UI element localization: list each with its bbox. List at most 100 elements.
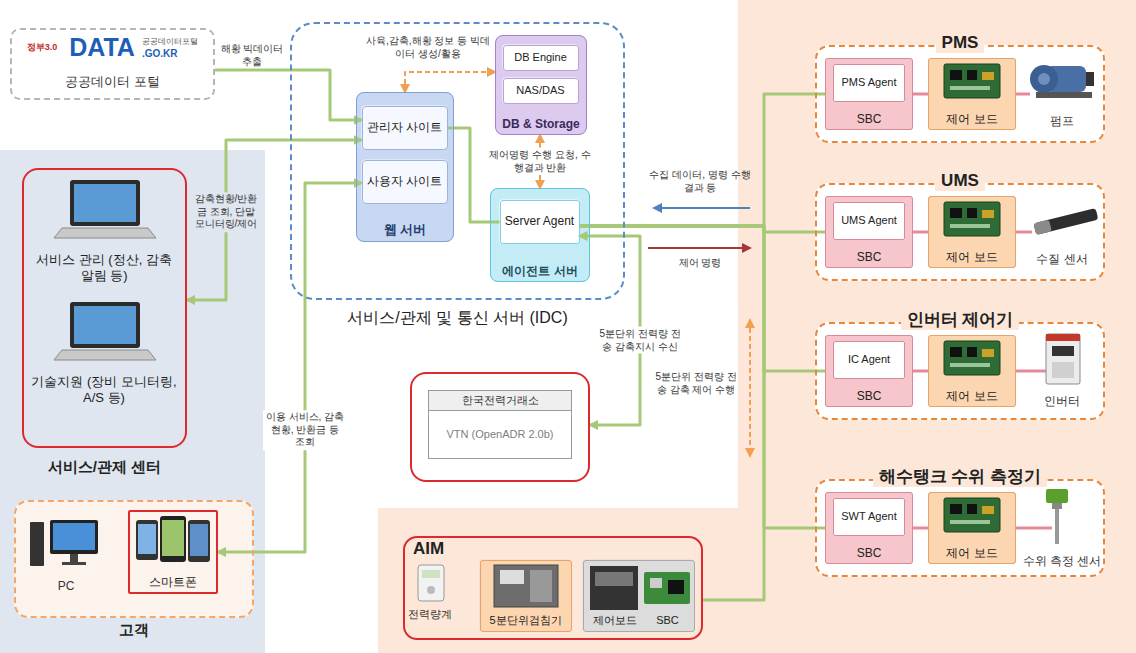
label-holder: 펌프 <box>1027 111 1097 129</box>
label-holder: 인버터 <box>1027 391 1097 409</box>
layout-part <box>967 347 977 357</box>
layout-part <box>944 64 1000 98</box>
node-fill <box>815 479 1105 577</box>
node-text: VTN (OpenADR 2.0b) <box>447 428 554 441</box>
layout-part <box>160 516 186 562</box>
node-text: 정부3.0 <box>20 42 64 53</box>
label-holder: 수집 데이터, 명령 수행 결과 등 <box>648 169 752 195</box>
customer-group: 고객스마트폰 <box>14 500 254 618</box>
connector <box>580 226 826 371</box>
connector <box>913 93 928 96</box>
inverter-icon <box>1046 334 1080 384</box>
node-fill <box>833 202 905 240</box>
text-holder: 서비스/관제 센터 <box>22 458 187 476</box>
layout-part <box>1036 92 1092 98</box>
control-center-band: 서비스/관제 센터 서비스 관리 (정산, 감축 알림 등)기술지원 (장비 모니… <box>0 150 265 653</box>
node-fill <box>928 335 1016 407</box>
water-quality-sensor-icon <box>1033 208 1098 235</box>
layout-part <box>418 565 444 601</box>
node-text: 웹 서버 <box>384 222 427 238</box>
node-fill <box>833 64 905 102</box>
node-text: 고객 <box>16 621 252 639</box>
node-text: UMS <box>935 171 985 191</box>
node-text: 서비스/관제 및 통신 서버 (IDC) <box>292 308 623 327</box>
pump-icon <box>1030 65 1094 98</box>
layout-part <box>650 578 662 588</box>
label-holder: 제어명령 수행 요청, 수행결과 반환 <box>484 148 596 175</box>
layout-part <box>422 570 440 578</box>
upload-arrow <box>654 207 750 209</box>
layout-part <box>1033 208 1098 235</box>
node-fill <box>815 322 1105 420</box>
node-fill <box>825 335 913 407</box>
label-holder: 해황 빅데이터 추출 <box>218 43 286 69</box>
annotation-label: 전력량계 <box>408 608 452 622</box>
db-part-box: DB Engine <box>503 45 579 71</box>
layout-part <box>950 363 990 367</box>
node-text: SBC <box>857 112 882 126</box>
terminal-group: 서비스 관리 (정산, 감축 알림 등)기술지원 (장비 모니터링, A/S 등… <box>22 168 187 448</box>
layout-part <box>967 70 977 80</box>
sbc-box: SBC SWT Agent <box>825 492 913 564</box>
meter-reader-box: 5분단위검침기 <box>480 560 572 632</box>
connector <box>187 140 362 300</box>
node-text: 제어 보드 <box>946 389 997 403</box>
annotation-label: 5분단위 전력량 전송 감축 제어 수행 <box>652 371 740 396</box>
connector <box>913 231 928 234</box>
kpx-box: 한국전력거래소VTN (OpenADR 2.0b) <box>410 372 590 482</box>
idc-boundary: 서비스/관제 및 통신 서버 (IDC)웹 서버관리자 사이트사용자 사이트DB… <box>290 22 625 300</box>
layout-part <box>500 570 524 584</box>
layout-part <box>494 565 558 607</box>
text-holder: UMS <box>817 171 1103 191</box>
layout-part <box>70 554 78 562</box>
node-text: PMS Agent <box>841 76 896 89</box>
connector <box>448 128 500 222</box>
layout-part <box>950 504 962 514</box>
layout-part <box>1052 362 1074 378</box>
label-holder: 5분단위 전력량 전송 감축 제어 수행 <box>652 371 740 397</box>
layout-part <box>1030 65 1058 93</box>
agent-box: IC Agent <box>833 341 905 379</box>
edge-label: 해황 빅데이터 추출 <box>218 43 286 68</box>
layout-part <box>50 520 98 554</box>
node-fill <box>825 492 913 564</box>
layout-part <box>1038 73 1050 85</box>
node-text: DB Engine <box>514 51 567 64</box>
node-text: DB & Storage <box>502 117 579 131</box>
layout-part <box>188 520 210 562</box>
text-holder: 제어보드 <box>585 614 645 627</box>
node-fill <box>928 58 1016 130</box>
connector <box>580 226 826 528</box>
node-fill <box>928 196 1016 268</box>
node-text: 에이전트 서버 <box>502 264 577 278</box>
db-storage-box: DB & Storage DB EngineNAS/DAS <box>495 35 587 135</box>
layout-part <box>967 504 977 514</box>
layout-part <box>1016 527 1052 530</box>
node-fill <box>480 560 572 632</box>
layout-part <box>1046 334 1080 341</box>
text-holder: AIM <box>413 539 473 559</box>
node-text: SWT Agent <box>841 510 896 523</box>
node-text: SBC <box>643 614 693 627</box>
site-box: 사용자 사이트 <box>362 160 448 204</box>
node-text: 서비스 관리 (정산, 감축 알림 등) <box>30 252 178 283</box>
node-fill <box>503 78 579 104</box>
annotation-label: 수집 데이터, 명령 수행 결과 등 <box>648 169 752 194</box>
edge-label: 사육,감축,해황 정보 등 빅데이터 생성/활용 <box>365 35 491 60</box>
layout-part <box>982 210 994 218</box>
label-holder: PC <box>46 576 86 594</box>
connector <box>215 70 362 120</box>
text-holder: 공공데이터 포털 <box>12 74 213 90</box>
db-part-box: NAS/DAS <box>503 78 579 104</box>
smartphone-box: 스마트폰 <box>128 510 218 594</box>
layout-part <box>1086 72 1094 86</box>
layout-part <box>530 570 552 602</box>
node-text: 관리자 사이트 <box>367 120 442 134</box>
control-board-image <box>944 202 1032 236</box>
node-fill <box>815 183 1105 281</box>
layout-part <box>138 524 156 554</box>
node-fill <box>833 341 905 379</box>
text-holder: 공공데이터포털 <box>142 37 214 46</box>
node-text: SBC <box>857 546 882 560</box>
